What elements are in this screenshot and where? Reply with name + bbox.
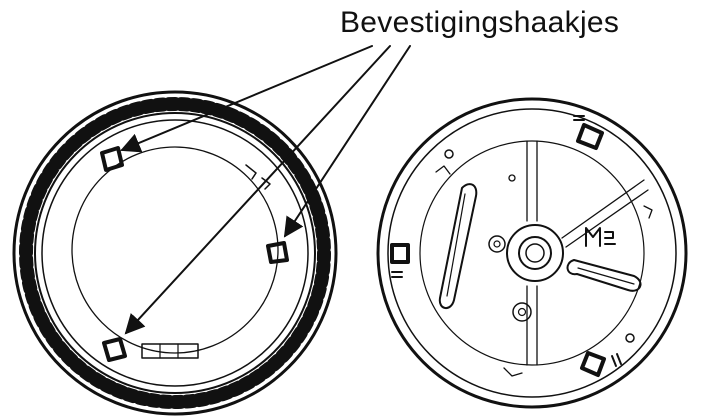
rim-tab-upper [245,164,271,190]
callout-label: Bevestigingshaakjes [340,6,620,39]
mounting-slot-left [438,183,478,309]
arrow-to-hook-top-left [120,45,373,153]
mounting-hook-top-left [100,146,124,172]
small-pin-top [508,174,516,182]
mounting-slot-right [566,259,642,292]
hook-receptacle-bottom-right [580,351,606,377]
spoke-right [561,179,649,248]
center-boss-inner [518,236,552,270]
center-boss-outer [506,224,564,282]
serrated-ring [19,97,331,409]
base-outer-rim [376,97,688,409]
inner-rim [41,119,309,387]
arrow-to-hook-right [283,45,411,238]
hook-receptacle-top-right [576,123,604,150]
base-inner-rim [387,108,677,398]
rim-clip-left [391,271,403,278]
mounting-base-plate [376,97,688,409]
callout-arrows [120,45,411,335]
mounting-hook-right [266,241,289,264]
bottom-slot [141,343,199,359]
outer-ring-outline [12,90,338,416]
spoke-bottom [526,285,538,366]
rim-dot-bottom-right [625,333,635,343]
rim-clip-top [573,115,585,121]
rim-clip-bottom [611,353,622,367]
arrow-to-hook-bottom-left [124,45,391,335]
center-disc [71,146,279,354]
hook-receptacle-left [390,243,410,264]
screw-hole-left [488,235,506,253]
detector-back-view [12,90,338,416]
embossed-marking [585,227,616,247]
spoke-top [526,140,538,222]
base-inner-disc [419,140,645,366]
ring-inner-edge [34,112,316,394]
mounting-hook-bottom-left [102,337,127,362]
screw-hole-bottom [512,302,532,322]
rim-dot-top-left [444,149,454,159]
